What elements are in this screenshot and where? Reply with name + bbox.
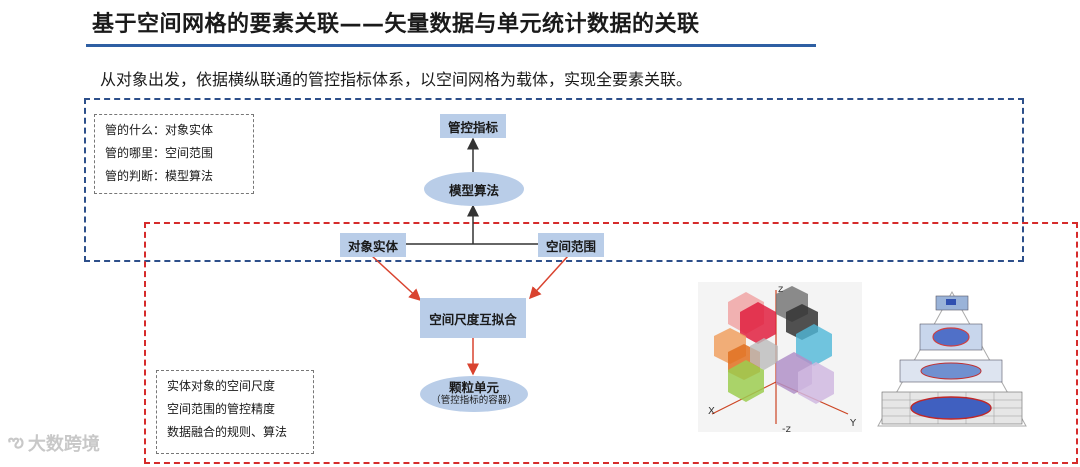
watermark-logo-icon: ఌ (8, 430, 24, 452)
node-spatial-range: 空间范围 (538, 233, 604, 257)
hex-voxel-graphic (711, 286, 849, 424)
hex-voxel-figure: z X -z Y (698, 282, 862, 435)
grid-pyramid-figure (877, 290, 1027, 427)
watermark-text: 大数跨境 (27, 434, 100, 455)
note-line: 管的什么：对象实体 (105, 123, 214, 137)
node-particle-unit: 颗粒单元 （管控指标的容器） (420, 376, 528, 412)
axis-label-neg-z: -z (782, 424, 791, 435)
note-bottom-left: 实体对象的空间尺度 空间范围的管控精度 数据融合的规则、算法 (156, 370, 314, 454)
note-line: 实体对象的空间尺度 (167, 379, 276, 393)
node-model-algorithm: 模型算法 (424, 172, 524, 206)
page-title: 基于空间网格的要素关联——矢量数据与单元统计数据的关联 (92, 12, 700, 37)
axis-label-y: Y (850, 418, 857, 429)
note-line: 空间范围的管控精度 (167, 402, 276, 416)
watermark: ఌ 大数跨境 (8, 430, 100, 456)
page-subtitle: 从对象出发，依据横纵联通的管控指标体系，以空间网格为载体，实现全要素关联。 (100, 70, 693, 89)
note-line: 管的哪里：空间范围 (105, 146, 214, 160)
node-object-entity: 对象实体 (340, 233, 406, 257)
title-underline (86, 44, 816, 47)
note-top-left: 管的什么：对象实体 管的哪里：空间范围 管的判断：模型算法 (94, 114, 254, 194)
red-dashed-frame (144, 222, 1078, 464)
node-scale-fit: 空间尺度互拟合 (420, 298, 526, 338)
axis-label-x: X (708, 406, 715, 417)
particle-unit-label: 颗粒单元 (448, 380, 499, 395)
note-line: 管的判断：模型算法 (105, 169, 214, 183)
particle-unit-sublabel: （管控指标的容器） (431, 395, 517, 406)
note-line: 数据融合的规则、算法 (167, 425, 288, 439)
blue-dashed-frame (84, 98, 1024, 262)
node-control-index: 管控指标 (440, 114, 506, 138)
arrow-range-to-fit (528, 255, 569, 300)
arrow-object-to-fit (371, 255, 422, 302)
axis-label-z: z (778, 284, 784, 295)
